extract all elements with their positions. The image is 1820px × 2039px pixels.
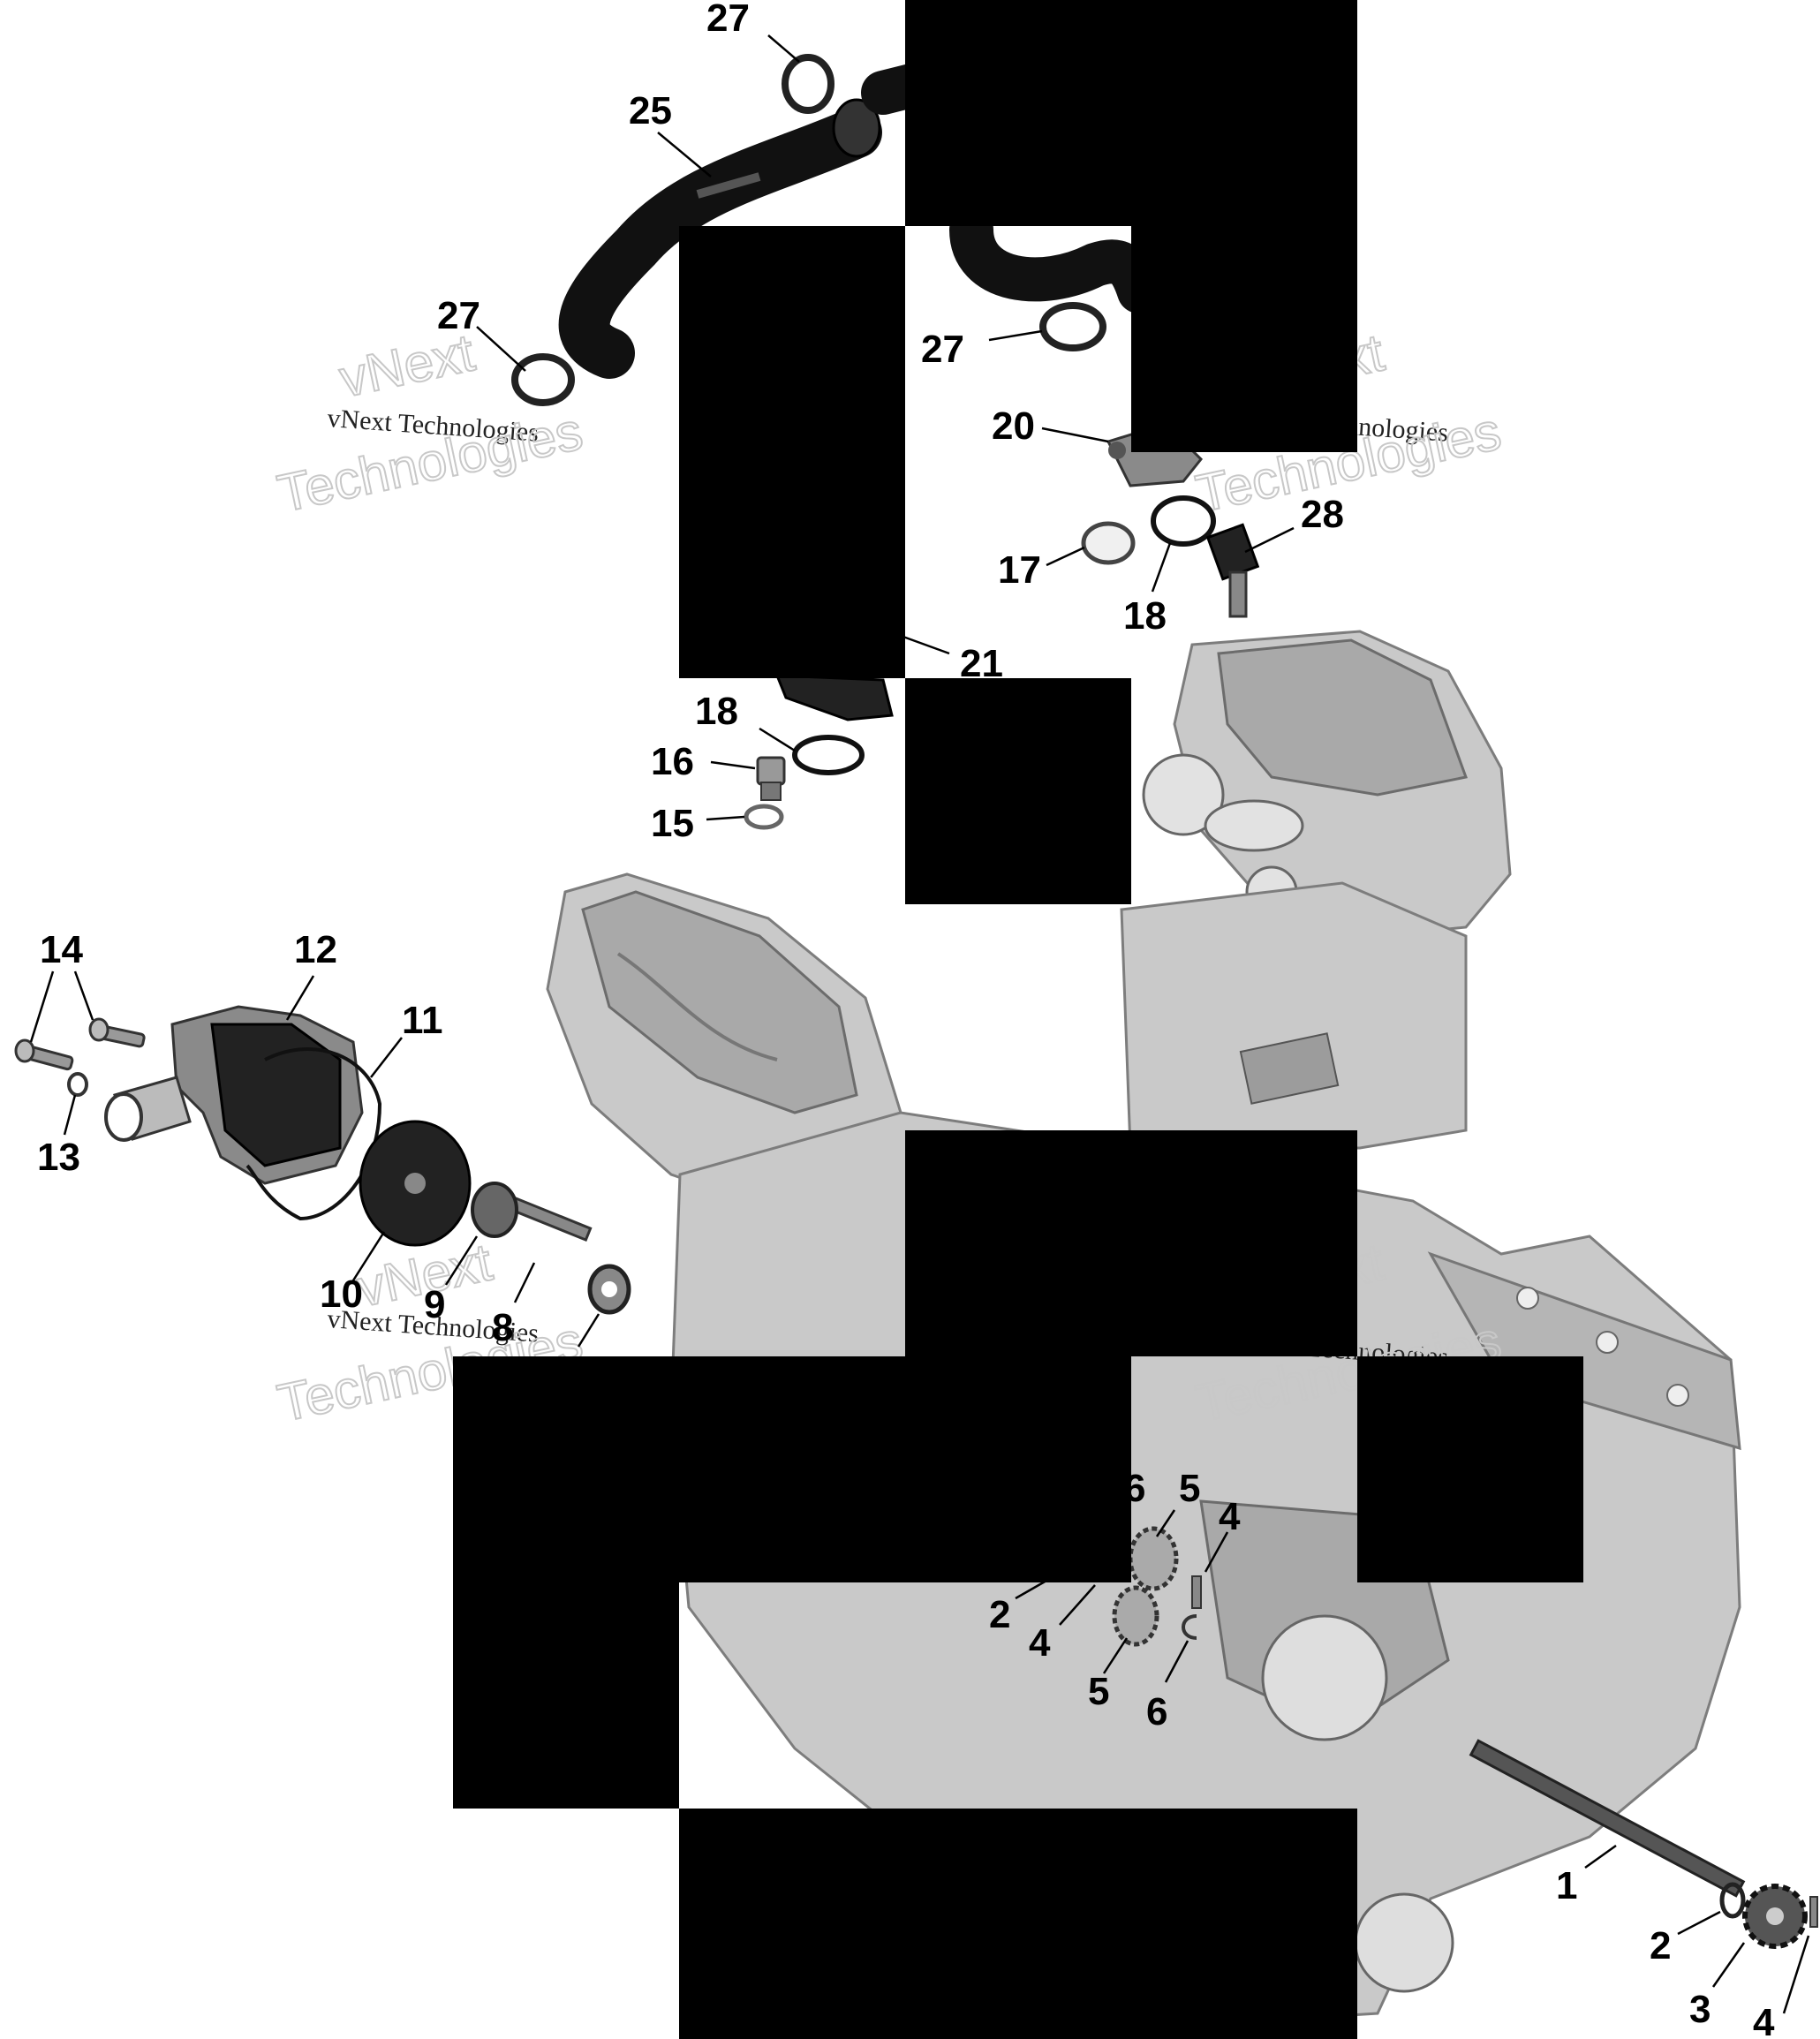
callout-10: 10 (320, 1272, 363, 1316)
watermark-top-left: vNext vNext Technologies Technologies (272, 321, 589, 524)
callout-25: 25 (629, 89, 672, 132)
hose-clamp-27-left (511, 353, 575, 406)
callout-6: 6 (1146, 1690, 1167, 1733)
washer-17 (1081, 521, 1136, 565)
o-ring-18-top (1151, 495, 1216, 547)
gear-5-lower (1112, 1585, 1159, 1647)
callout-16: 16 (651, 740, 694, 783)
leader-lines (29, 34, 1810, 2014)
callout-13: 13 (37, 1136, 80, 1179)
callout-1: 1 (1556, 1864, 1577, 1907)
callout-2: 2 (989, 1593, 1010, 1636)
callout-4: 4 (1753, 2001, 1775, 2039)
callout-20: 20 (992, 404, 1035, 448)
callout-18: 18 (1123, 594, 1167, 638)
callout-28: 28 (1301, 493, 1344, 536)
callout-17: 17 (998, 548, 1041, 592)
callout-3: 3 (1689, 1988, 1710, 2031)
callout-27: 27 (706, 0, 750, 40)
gasket-ring-15 (744, 804, 784, 830)
screw-14-right (88, 1017, 146, 1048)
callout-5: 5 (1179, 1467, 1200, 1510)
callout-4: 4 (1029, 1621, 1051, 1665)
pin-4-upper (1191, 1575, 1202, 1609)
callout-27: 27 (921, 328, 964, 371)
callout-2: 2 (1650, 1924, 1671, 1967)
callout-8: 8 (492, 1306, 513, 1349)
impeller-10 (359, 1120, 472, 1247)
temperature-sensor-28 (1205, 523, 1260, 618)
callout-14: 14 (40, 928, 83, 971)
callout-27: 27 (437, 294, 480, 337)
redaction-masks (453, 0, 1583, 2039)
outlet-fitting-21 (774, 674, 894, 721)
coolant-hose-25 (558, 98, 882, 379)
callout-15: 15 (651, 802, 694, 845)
callout-5: 5 (1088, 1670, 1109, 1713)
water-pump-housing-12 (104, 1005, 364, 1185)
callout-6: 6 (1124, 1467, 1145, 1510)
pin-4-lower (1809, 1896, 1818, 1928)
o-ring-18-lower (792, 735, 865, 775)
pump-shaft-9-8 (471, 1182, 593, 1242)
callout-18: 18 (695, 690, 738, 733)
plug-16 (756, 756, 786, 801)
callout-4: 4 (1219, 1495, 1241, 1538)
callout-21: 21 (960, 642, 1003, 685)
hose-clamp-27-top (782, 54, 834, 114)
callout-9: 9 (424, 1283, 445, 1326)
gear-5-upper (1128, 1526, 1179, 1591)
o-ring-13 (67, 1072, 88, 1097)
screw-14-left (14, 1038, 74, 1071)
callout-labels: 27 25 27 27 20 28 17 18 21 18 16 15 14 1… (37, 0, 1775, 2039)
callout-12: 12 (294, 928, 337, 971)
washer-2-lower (1719, 1882, 1746, 1919)
callout-11: 11 (402, 999, 443, 1042)
circlip-6 (1182, 1614, 1197, 1640)
sprocket-3 (1742, 1884, 1808, 1949)
seal-7 (587, 1264, 631, 1315)
hose-clamp-27-right (1039, 302, 1106, 351)
